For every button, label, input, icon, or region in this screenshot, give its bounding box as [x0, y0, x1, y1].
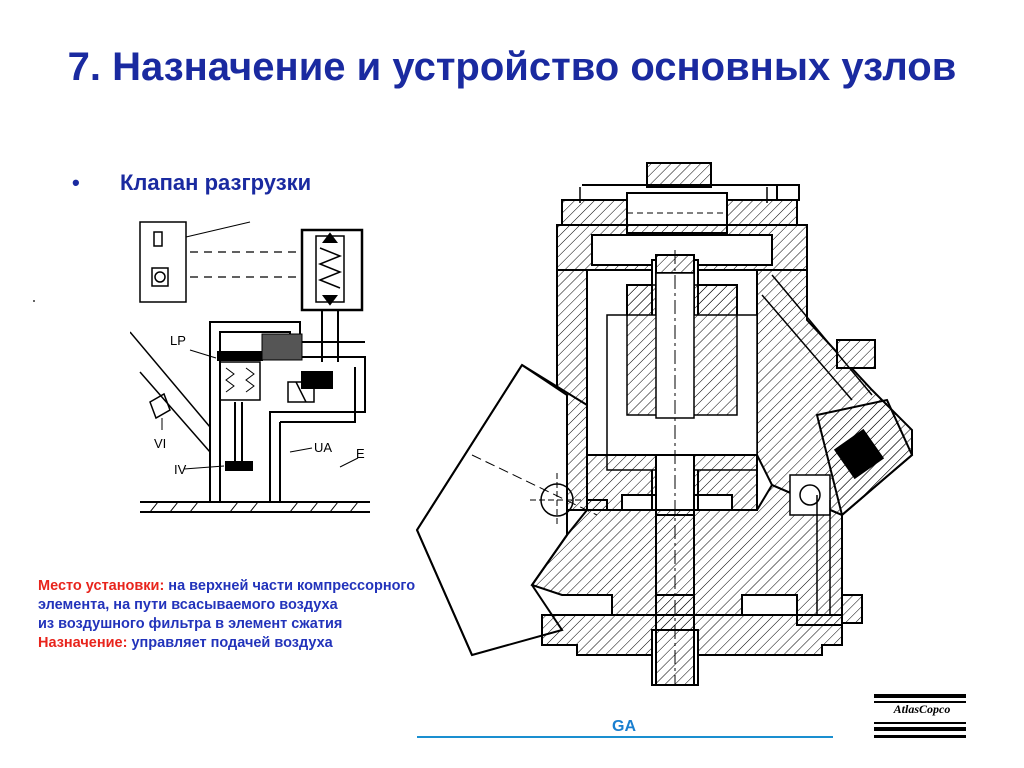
label-vi: VI	[154, 436, 166, 451]
description-block: Место установки: на верхней части компре…	[38, 577, 498, 653]
label-e: E	[356, 446, 365, 461]
unloader-cross-section	[415, 162, 914, 686]
bullet-heading: Клапан разгрузки	[120, 170, 312, 195]
location-line-2: элемента, на пути всасываемого воздуха	[38, 597, 338, 613]
purpose-line: Назначение: управляет подачей воздуха	[38, 634, 498, 653]
location-label: Место установки:	[38, 578, 165, 594]
slide-title: 7. Назначение и устройство основных узло…	[67, 45, 957, 89]
label-iv: IV	[174, 462, 187, 477]
purpose-label: Назначение:	[38, 635, 128, 651]
footer-divider	[417, 736, 833, 738]
label-ua: UA	[314, 440, 332, 455]
purpose-text: управляет подачей воздуха	[127, 635, 333, 651]
label-lp: LP	[170, 333, 186, 348]
stray-dot	[33, 300, 35, 302]
atlas-copco-logo	[874, 694, 966, 738]
logo-wordmark: AtlasCopco	[893, 702, 951, 716]
unloader-schematic: LP VI IV UA E	[130, 221, 370, 513]
location-line-1: Место установки: на верхней части компре…	[38, 577, 498, 596]
footer-code: GA	[612, 718, 636, 735]
location-text-1: на верхней части компрессорного	[164, 578, 416, 594]
location-line-3: из воздушного фильтра в элемент сжатия	[38, 616, 343, 632]
bullet-marker: •	[72, 170, 80, 195]
